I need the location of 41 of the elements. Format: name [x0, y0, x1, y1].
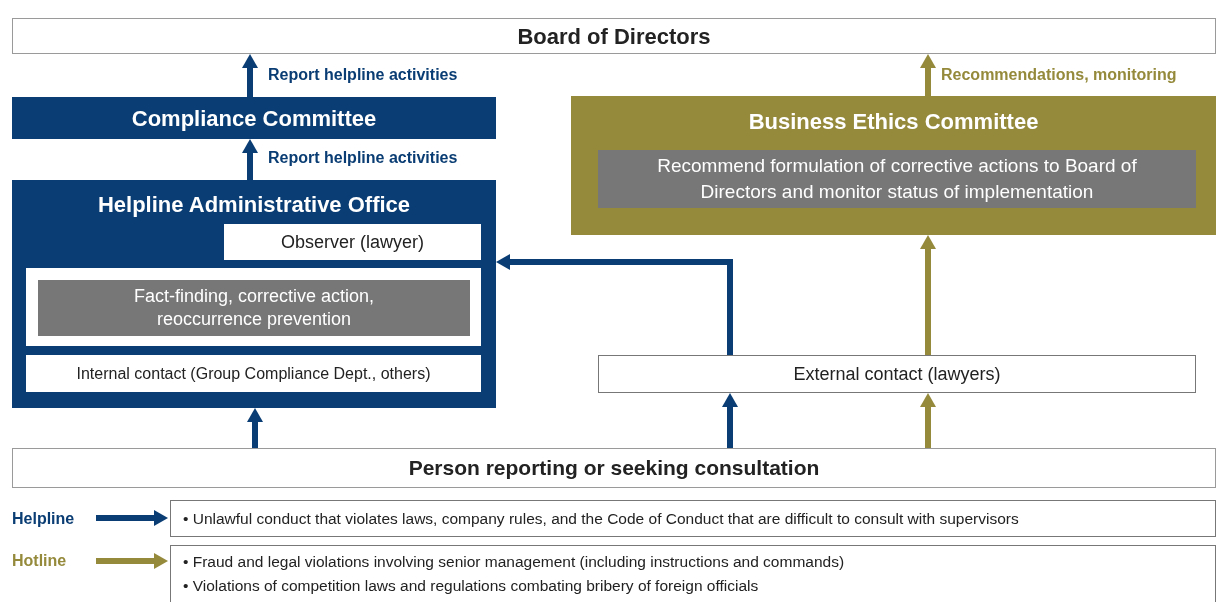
arrow	[722, 393, 738, 448]
task-box	[598, 150, 1196, 208]
role-box	[224, 224, 481, 260]
scope-box	[170, 545, 1216, 602]
box-text: Observer (lawyer)	[281, 230, 424, 254]
reporter-box	[12, 448, 1216, 488]
bullet-item: • Violations of competition laws and regulations combating bribery of foreign officials	[183, 576, 760, 596]
panel-title: Helpline Administrative Office	[96, 191, 412, 219]
bullet-item: • Fraud and legal violations involving senior management (including instructions and commands)	[183, 552, 846, 572]
panel-title: Business Ethics Committee	[747, 108, 1040, 136]
box-text: External contact (lawyers)	[793, 362, 1001, 386]
edge-label: Report helpline activities	[268, 148, 458, 168]
edge-label: Report helpline activities	[268, 65, 458, 85]
committee-panel	[571, 96, 1216, 235]
header-box	[12, 18, 1216, 54]
arrow	[242, 54, 258, 97]
box-text: Internal contact (Group Compliance Dept., others)	[76, 363, 431, 384]
arrow	[920, 235, 936, 355]
bullet-item: • Unlawful conduct that violates laws, company rules, and the Code of Conduct that are difficult to consult with supervisors	[183, 508, 1019, 529]
edge-label: Recommendations, monitoring	[941, 65, 1177, 85]
arrow	[920, 54, 936, 96]
box-text: Fact-finding, corrective action, reoccurrence prevention	[132, 285, 376, 331]
channel-text: Helpline	[12, 509, 75, 529]
scope-box	[170, 500, 1216, 537]
box-title: Board of Directors	[517, 22, 711, 51]
box-title: Person reporting or seeking consultation	[408, 455, 820, 482]
frame-box	[26, 268, 481, 346]
box-title: Compliance Committee	[131, 104, 377, 133]
arrow	[247, 408, 263, 448]
arrow	[496, 254, 733, 355]
task-box	[38, 280, 470, 336]
arrow	[242, 139, 258, 180]
arrow	[96, 553, 168, 569]
box-text: Recommend formulation of corrective actions to Board of Directors and monitor status of implementation	[656, 154, 1138, 204]
arrow	[96, 510, 168, 526]
contact-box	[598, 355, 1196, 393]
channel-text: Hotline	[12, 551, 67, 571]
arrow	[920, 393, 936, 448]
office-panel	[12, 180, 496, 408]
contact-box	[26, 355, 481, 392]
committee-box	[12, 97, 496, 139]
